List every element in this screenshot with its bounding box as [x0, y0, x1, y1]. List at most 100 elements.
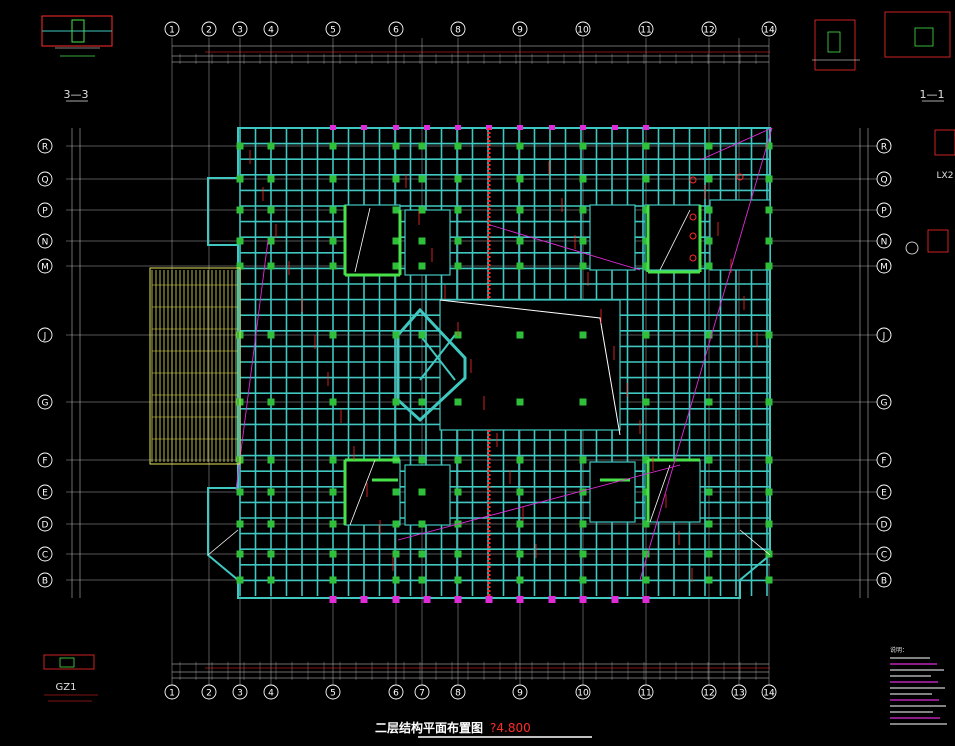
column	[418, 398, 426, 406]
edge-marker	[360, 596, 368, 603]
edge-marker	[580, 125, 586, 130]
axis-bubble-bottom: 7	[414, 684, 430, 700]
axis-bubble-label: 13	[733, 689, 744, 699]
column	[765, 237, 773, 245]
axis-bubble-circle	[450, 684, 466, 700]
axis-bubble-circle	[575, 684, 591, 700]
column	[765, 488, 773, 496]
axis-bubble-label: B	[881, 577, 887, 587]
column	[642, 175, 650, 183]
column	[392, 331, 400, 339]
column	[418, 488, 426, 496]
column	[765, 262, 773, 270]
column	[236, 262, 244, 270]
column	[392, 262, 400, 270]
axis-bubble-top: 8	[450, 21, 466, 37]
axis-bubble-left: N	[37, 233, 53, 249]
axis-bubble-label: C	[881, 551, 887, 561]
column	[765, 398, 773, 406]
axis-bubble-circle	[731, 684, 747, 700]
leader-line	[235, 239, 269, 491]
brace-line	[659, 209, 691, 271]
floor-void	[344, 459, 401, 526]
drawing-title-block: 二层结构平面布置图 ?4.800	[375, 720, 592, 738]
column	[579, 237, 587, 245]
axis-bubble-label: 5	[330, 689, 336, 699]
axis-bubble-top: 5	[325, 21, 341, 37]
axis-bubble-right: D	[876, 516, 892, 532]
axis-bubble-label: 10	[577, 26, 589, 36]
column	[392, 488, 400, 496]
column	[705, 576, 713, 584]
column	[267, 331, 275, 339]
embed-marker	[689, 232, 697, 240]
column	[642, 456, 650, 464]
column	[454, 488, 462, 496]
column	[392, 398, 400, 406]
axis-bubble-circle	[201, 21, 217, 37]
axis-bubble-top: 1	[164, 21, 180, 37]
axis-bubble-label: 10	[577, 689, 589, 699]
column	[236, 520, 244, 528]
column	[765, 206, 773, 214]
edge-marker	[612, 125, 618, 130]
axis-bubble-circle	[512, 684, 528, 700]
axis-bubble-circle	[37, 171, 53, 187]
axis-bubble-right: Q	[876, 171, 892, 187]
axis-bubble-circle	[232, 21, 248, 37]
axis-bubble-circle	[388, 684, 404, 700]
axis-bubble-circle	[37, 327, 53, 343]
column	[454, 142, 462, 150]
column	[329, 237, 337, 245]
column	[267, 262, 275, 270]
floor-void	[709, 199, 771, 271]
column	[765, 142, 773, 150]
column	[516, 576, 524, 584]
axis-bubble-label: P	[42, 207, 48, 217]
column	[642, 576, 650, 584]
axis-bubble-circle	[876, 258, 892, 274]
axis-bubble-bottom: 9	[512, 684, 528, 700]
edge-marker	[329, 596, 337, 603]
axis-bubble-circle	[37, 394, 53, 410]
axis-bubble-circle	[876, 484, 892, 500]
column	[705, 142, 713, 150]
column	[392, 576, 400, 584]
axis-bubble-circle	[876, 394, 892, 410]
column	[579, 206, 587, 214]
axis-bubble-top: 12	[701, 21, 717, 37]
column	[642, 262, 650, 270]
axis-bubble-right: G	[876, 394, 892, 410]
column	[454, 398, 462, 406]
column	[642, 520, 650, 528]
column	[516, 488, 524, 496]
edge-marker	[549, 125, 555, 130]
column	[329, 488, 337, 496]
column	[454, 175, 462, 183]
axis-bubble-circle	[37, 516, 53, 532]
axis-bubble-right: F	[876, 452, 892, 468]
column	[392, 175, 400, 183]
embed-marker	[736, 173, 744, 181]
beam-layer	[207, 127, 771, 599]
column	[392, 206, 400, 214]
column	[579, 488, 587, 496]
axis-bubble-left: R	[37, 138, 53, 154]
annotation-layer	[205, 51, 773, 669]
axis-bubble-right: R	[876, 138, 892, 154]
column	[579, 262, 587, 270]
edge-marker	[330, 125, 336, 130]
axis-bubble-top: 10	[575, 21, 591, 37]
column	[642, 237, 650, 245]
atrium-bracing	[419, 334, 456, 381]
notes-block: 说明：	[890, 646, 947, 725]
leader-line	[397, 464, 681, 541]
column	[579, 175, 587, 183]
column	[236, 576, 244, 584]
axis-bubble-top: 9	[512, 21, 528, 37]
notes-title: 说明：	[890, 646, 908, 654]
axis-bubble-right: P	[876, 202, 892, 218]
edge-marker	[424, 125, 430, 130]
axis-bubble-bottom: 14	[761, 684, 777, 700]
axis-bubble-right: C	[876, 546, 892, 562]
